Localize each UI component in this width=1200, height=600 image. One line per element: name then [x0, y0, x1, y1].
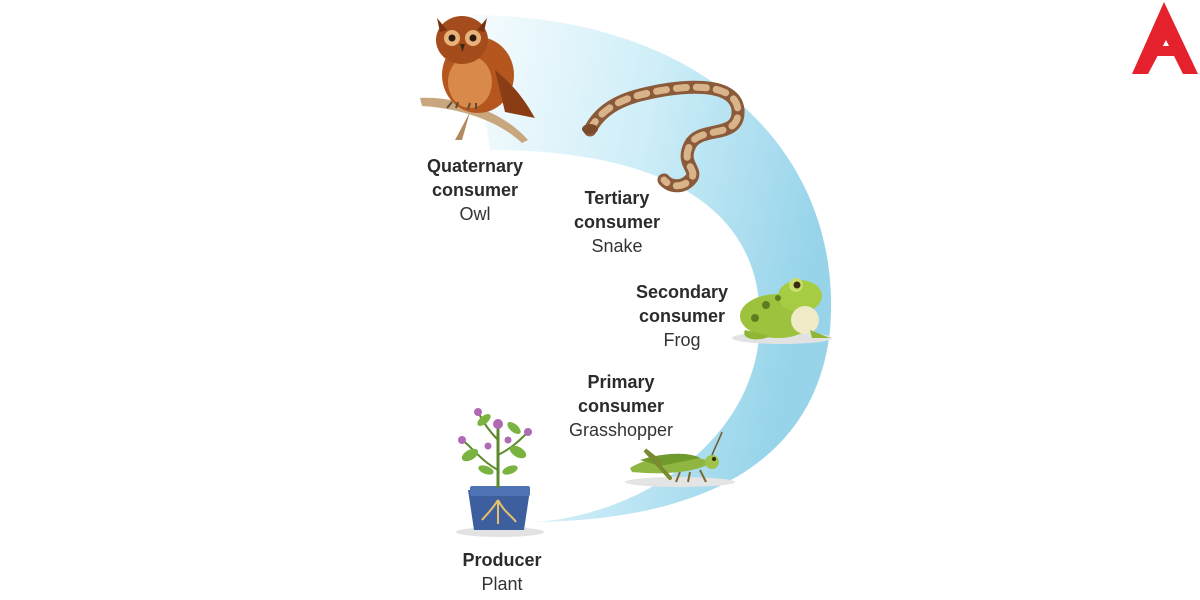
- level-name: consumer: [431, 180, 519, 200]
- brand-logo-icon: [1132, 2, 1198, 74]
- organism-name: Owl: [459, 204, 491, 224]
- organism-name: Frog: [663, 330, 701, 350]
- owl-icon: [420, 16, 535, 143]
- label-secondary: Secondary consumer Frog: [612, 280, 752, 352]
- level-name: Secondary: [635, 282, 729, 302]
- snake-icon: [582, 80, 745, 193]
- level-name: consumer: [577, 396, 665, 416]
- organism-name: Grasshopper: [568, 420, 674, 440]
- grasshopper-icon: [625, 431, 735, 487]
- level-name: consumer: [573, 212, 661, 232]
- organism-name: Snake: [591, 236, 643, 256]
- label-tertiary: Tertiary consumer Snake: [552, 186, 682, 258]
- label-producer: Producer Plant: [442, 548, 562, 596]
- level-name: Producer: [462, 550, 542, 570]
- energy-flow-arc: [470, 15, 832, 522]
- level-name: Tertiary: [584, 188, 650, 208]
- label-quaternary: Quaternary consumer Owl: [405, 154, 545, 226]
- level-name: Quaternary: [426, 156, 524, 176]
- plant-icon: [456, 408, 544, 537]
- label-primary: Primary consumer Grasshopper: [556, 370, 686, 442]
- level-name: consumer: [638, 306, 726, 326]
- organism-name: Plant: [481, 574, 523, 594]
- level-name: Primary: [587, 372, 655, 392]
- frog-icon: [732, 278, 832, 344]
